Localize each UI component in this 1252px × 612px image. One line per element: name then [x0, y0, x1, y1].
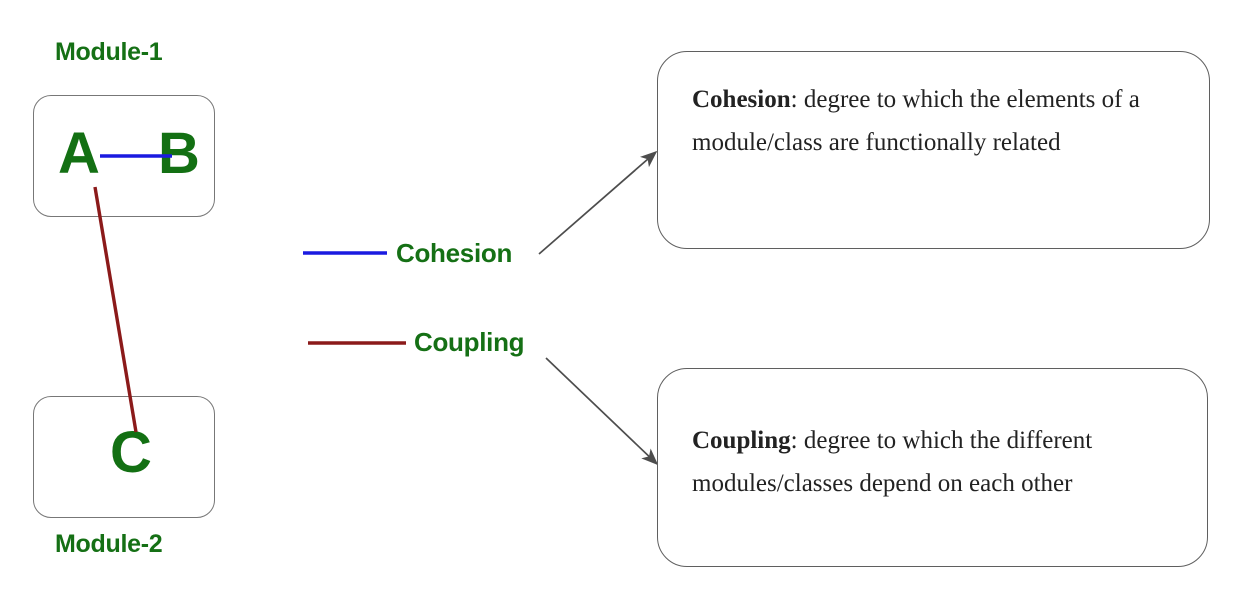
- element-c-label: C: [110, 420, 152, 485]
- legend-item-coupling[interactable]: Coupling: [414, 327, 525, 357]
- coupling-callout-arrow: [545, 357, 659, 466]
- cohesion-definition-text: degree to which the elements of a module…: [692, 86, 1140, 156]
- element-b-label: B: [158, 121, 200, 186]
- element-a-label: A: [58, 121, 100, 186]
- coupling-term: Coupling: [692, 427, 791, 454]
- cohesion-separator: :: [790, 86, 804, 113]
- coupling-definition-text: degree to which the different modules/cl…: [692, 427, 1093, 497]
- module-1-caption: Module-1: [55, 38, 163, 66]
- cohesion-definition-callout: Cohesion: degree to which the elements o…: [657, 51, 1210, 249]
- legend-item-cohesion[interactable]: Cohesion: [396, 238, 513, 268]
- coupling-separator: :: [790, 427, 804, 454]
- module-2-caption: Module-2: [55, 530, 163, 558]
- cohesion-callout-arrow: [538, 150, 658, 255]
- cohesion-term: Cohesion: [692, 86, 791, 113]
- coupling-definition-callout: Coupling: degree to which the different …: [657, 368, 1208, 567]
